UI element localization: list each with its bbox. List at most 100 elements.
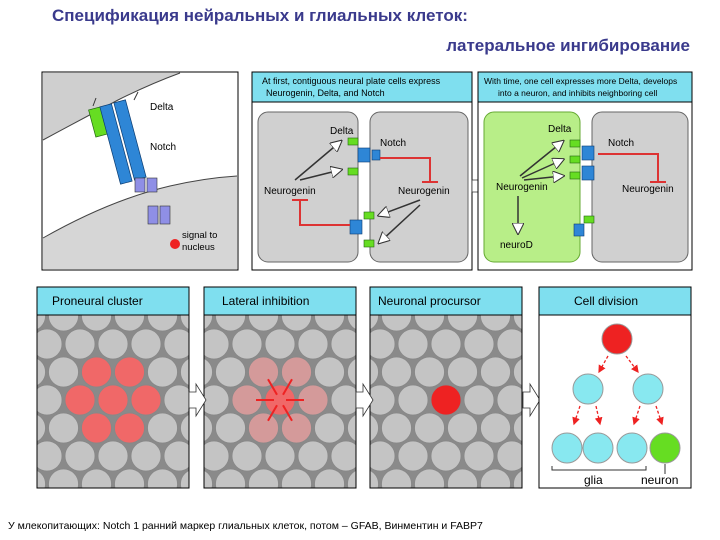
cell (481, 525, 511, 540)
cell (65, 441, 95, 471)
cell (232, 441, 262, 471)
cell (415, 413, 445, 443)
glia-label: glia (584, 473, 603, 487)
cell (115, 469, 145, 499)
cell (398, 329, 428, 359)
membrane-receptor-diagram: Delta Notch signal to nucleus (42, 72, 238, 270)
cell-b-notch-label: Notch (380, 138, 406, 149)
neuron-cell (650, 433, 680, 463)
footer-note: У млекопитающих: Notch 1 ранний маркер г… (8, 520, 483, 532)
cell (65, 329, 95, 359)
cell (0, 441, 29, 471)
signal-star-icon (170, 239, 180, 249)
cell-a-delta-label: Delta (548, 124, 572, 135)
contiguous-cells-panel: At first, contiguous neural plate cells … (252, 72, 472, 270)
cell (82, 357, 112, 387)
cell (249, 413, 279, 443)
delta-label: Delta (150, 102, 174, 113)
cell (216, 413, 246, 443)
cell (298, 329, 328, 359)
signal-label-2: nucleus (182, 242, 215, 253)
cell (580, 525, 610, 540)
neuron-label: neuron (641, 473, 678, 487)
cell (0, 301, 13, 331)
cell-a-delta-label: Delta (330, 126, 354, 137)
cell (481, 357, 511, 387)
cell (131, 441, 161, 471)
caption-line-2: Neurogenin, Delta, and Notch (266, 88, 385, 98)
cell (448, 469, 478, 499)
cell (530, 497, 560, 527)
cell-division-tree: glia neuron (539, 315, 691, 488)
cell (431, 385, 461, 415)
caption-line-1: With time, one cell expresses more Delta… (484, 76, 677, 86)
cell (49, 357, 79, 387)
cell (0, 413, 13, 443)
cell (0, 385, 29, 415)
signal-label-1: signal to (182, 230, 217, 241)
cell (315, 469, 345, 499)
cell (464, 385, 494, 415)
cell-a-neurogenin-label: Neurogenin (496, 182, 548, 193)
cell (282, 413, 312, 443)
cell (131, 329, 161, 359)
cell (0, 329, 29, 359)
cell (16, 245, 46, 275)
cell (98, 441, 128, 471)
arrow-right-icon (189, 384, 206, 416)
arrow-right-icon (523, 384, 540, 416)
caption-line-1: At first, contiguous neural plate cells … (262, 76, 441, 86)
cell (547, 525, 577, 540)
cell-a-neurogenin-label: Neurogenin (264, 186, 316, 197)
cell (49, 469, 79, 499)
cell (16, 357, 46, 387)
cell (148, 413, 178, 443)
cell (98, 329, 128, 359)
precursor-cell (602, 324, 632, 354)
panel-header-division: Cell division (574, 294, 638, 308)
cell (0, 245, 13, 275)
cell (415, 357, 445, 387)
caption-line-2: into a neuron, and inhibits neighboring … (498, 88, 657, 98)
cell (148, 357, 178, 387)
cell (448, 357, 478, 387)
panel-header-lateral: Lateral inhibition (222, 294, 309, 308)
cell (415, 469, 445, 499)
panel-header-neuronal: Neuronal procursor (378, 294, 481, 308)
cell (315, 413, 345, 443)
cell (0, 469, 13, 499)
notch-label: Notch (150, 142, 176, 153)
neuron-development-panel: With time, one cell expresses more Delta… (478, 72, 692, 270)
cell (16, 413, 46, 443)
cell-b-notch-label: Notch (608, 138, 634, 149)
cell-b-neurogenin-label: Neurogenin (622, 184, 674, 195)
cell (514, 525, 544, 540)
cell (481, 469, 511, 499)
cell (148, 469, 178, 499)
cell (298, 441, 328, 471)
cell (382, 413, 412, 443)
cell (98, 385, 128, 415)
cell (282, 469, 312, 499)
panel-header-proneural: Proneural cluster (52, 294, 143, 308)
cell-b-neurogenin-label: Neurogenin (398, 186, 450, 197)
cell (382, 469, 412, 499)
cell (481, 413, 511, 443)
cell (115, 413, 145, 443)
cell (249, 469, 279, 499)
cell (282, 357, 312, 387)
cell (382, 357, 412, 387)
cell (216, 469, 246, 499)
cell (232, 329, 262, 359)
cell (497, 497, 527, 527)
cell (216, 357, 246, 387)
cell (464, 329, 494, 359)
cell (431, 329, 461, 359)
cell (398, 385, 428, 415)
cell (315, 357, 345, 387)
cell (82, 413, 112, 443)
cell (0, 357, 13, 387)
cell (265, 329, 295, 359)
cell-a-neurod-label: neuroD (500, 240, 533, 251)
